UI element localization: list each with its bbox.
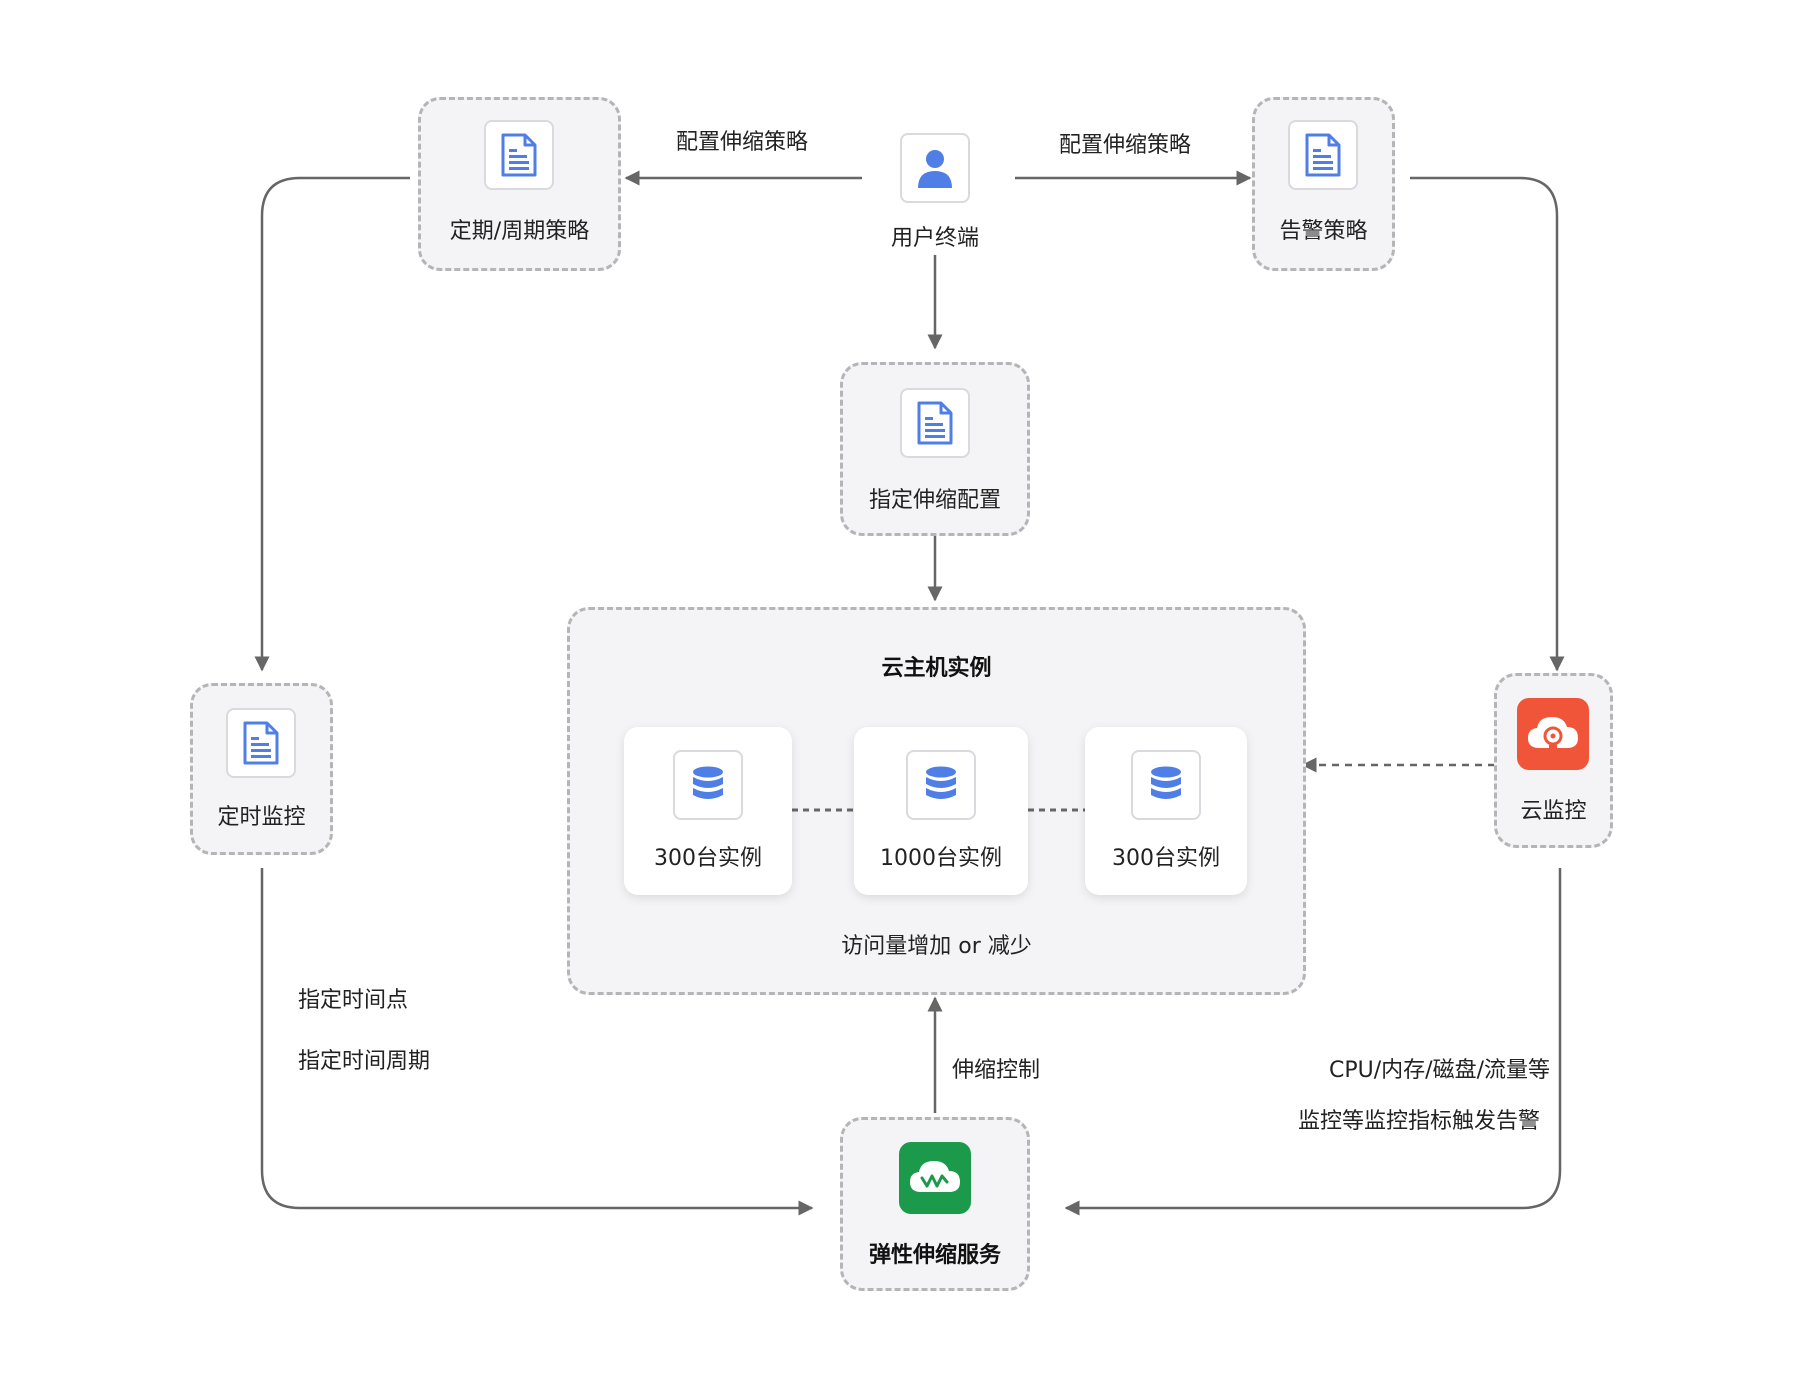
config-policy-label-left: 配置伸缩策略: [675, 130, 808, 155]
scheduled-policy-label: 定期/周期策略: [449, 219, 590, 244]
scheduled-policy-node[interactable]: 定期/周期策略: [418, 97, 621, 271]
document-icon: [501, 133, 537, 177]
instance-tile: [1131, 750, 1201, 820]
scaling-config-tile: [900, 388, 970, 458]
traffic-note: 访问量增加 or 减少: [841, 934, 1032, 959]
time-period-label: 指定时间周期: [298, 1049, 431, 1074]
instance-card[interactable]: 300台实例: [624, 727, 792, 895]
database-icon: [926, 766, 956, 799]
user-terminal-label: 用户终端: [890, 226, 979, 251]
edge-alarm-to-monitor: [1410, 176, 1565, 672]
edge-monitor-to-scaling: [1064, 868, 1562, 1216]
instance-tile: [673, 750, 743, 820]
auto-scaling-tile: [899, 1142, 971, 1214]
alarm-policy-node[interactable]: 告警策略: [1252, 97, 1395, 271]
instance-card[interactable]: 1000台实例: [854, 727, 1028, 895]
timer-monitor-tile: [226, 708, 296, 778]
user-tile[interactable]: [900, 133, 970, 203]
cloud-monitor-tile: [1517, 698, 1589, 770]
document-icon: [917, 401, 953, 445]
scheduled-policy-tile: [484, 120, 554, 190]
cloud-scaling-icon: [910, 1161, 960, 1192]
scaling-config-label: 指定伸缩配置: [868, 488, 1001, 513]
metrics-label-line1: CPU/内存/磁盘/流量等: [1329, 1058, 1550, 1083]
cloud-monitor-icon: [1528, 717, 1578, 749]
auto-scaling-node[interactable]: 弹性伸缩服务: [840, 1117, 1030, 1291]
instance-label: 300台实例: [1112, 846, 1220, 871]
metrics-label-line2: 监控等监控指标触发告警: [1297, 1109, 1540, 1134]
cluster-title: 云主机实例: [881, 656, 992, 681]
instance-card[interactable]: 300台实例: [1085, 727, 1247, 895]
timer-monitor-node[interactable]: 定时监控: [190, 683, 333, 855]
scaling-config-node[interactable]: 指定伸缩配置: [840, 362, 1030, 536]
cloud-monitor-node[interactable]: 云监控: [1494, 673, 1613, 848]
timer-monitor-label: 定时监控: [217, 805, 306, 830]
document-icon: [243, 721, 279, 765]
cloud-monitor-label: 云监控: [1520, 799, 1587, 824]
instance-links: [792, 808, 1085, 812]
alarm-policy-tile: [1288, 120, 1358, 190]
edge-scheduled-to-timer: [254, 176, 410, 672]
instance-tile: [906, 750, 976, 820]
time-point-label: 指定时间点: [298, 988, 409, 1013]
edge-timer-to-scaling: [260, 868, 814, 1216]
instance-label: 300台实例: [654, 846, 762, 871]
config-policy-label-right: 配置伸缩策略: [1058, 133, 1191, 158]
instance-cluster: 云主机实例 300台实例 1000台实例: [567, 607, 1306, 995]
scaling-control-label: 伸缩控制: [952, 1058, 1041, 1083]
alarm-policy-label: 告警策略: [1279, 219, 1368, 244]
user-icon: [918, 150, 952, 188]
instance-label: 1000台实例: [880, 846, 1002, 871]
database-icon: [693, 766, 723, 799]
auto-scaling-label: 弹性伸缩服务: [868, 1243, 1001, 1268]
document-icon: [1305, 133, 1341, 177]
database-icon: [1151, 766, 1181, 799]
